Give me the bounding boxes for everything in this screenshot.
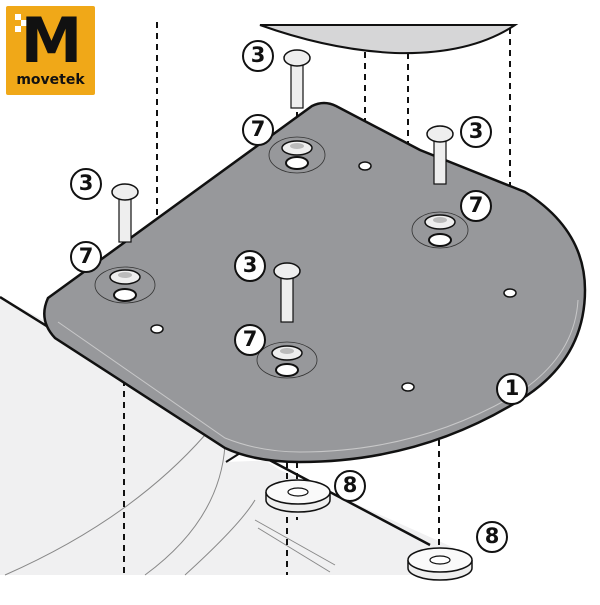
screw-washer-set [94, 183, 156, 304]
flat-washer [407, 547, 473, 581]
top-rack-part [259, 24, 519, 55]
callout-3-screw: 3 [242, 40, 274, 72]
callout-7-washer: 7 [70, 241, 102, 273]
callout-3-screw: 3 [460, 116, 492, 148]
checkered-flag-icon [15, 14, 27, 32]
callout-7-washer: 7 [242, 114, 274, 146]
logo-mark: M [20, 4, 83, 77]
callout-8-flat-washer: 8 [334, 470, 366, 502]
callout-3-screw: 3 [234, 250, 266, 282]
callout-3-screw: 3 [70, 168, 102, 200]
movetek-logo: M movetek [6, 6, 95, 95]
screw-washer-set [268, 49, 326, 174]
callout-8-flat-washer: 8 [476, 521, 508, 553]
screw-washer-set [411, 125, 469, 249]
flat-washer [265, 479, 331, 513]
screw-washer-set [256, 262, 318, 379]
plate-holes [150, 161, 517, 392]
callout-7-washer: 7 [460, 190, 492, 222]
logo-wordmark: movetek [16, 72, 85, 88]
callout-1-plate: 1 [496, 373, 528, 405]
callout-7-washer: 7 [234, 324, 266, 356]
